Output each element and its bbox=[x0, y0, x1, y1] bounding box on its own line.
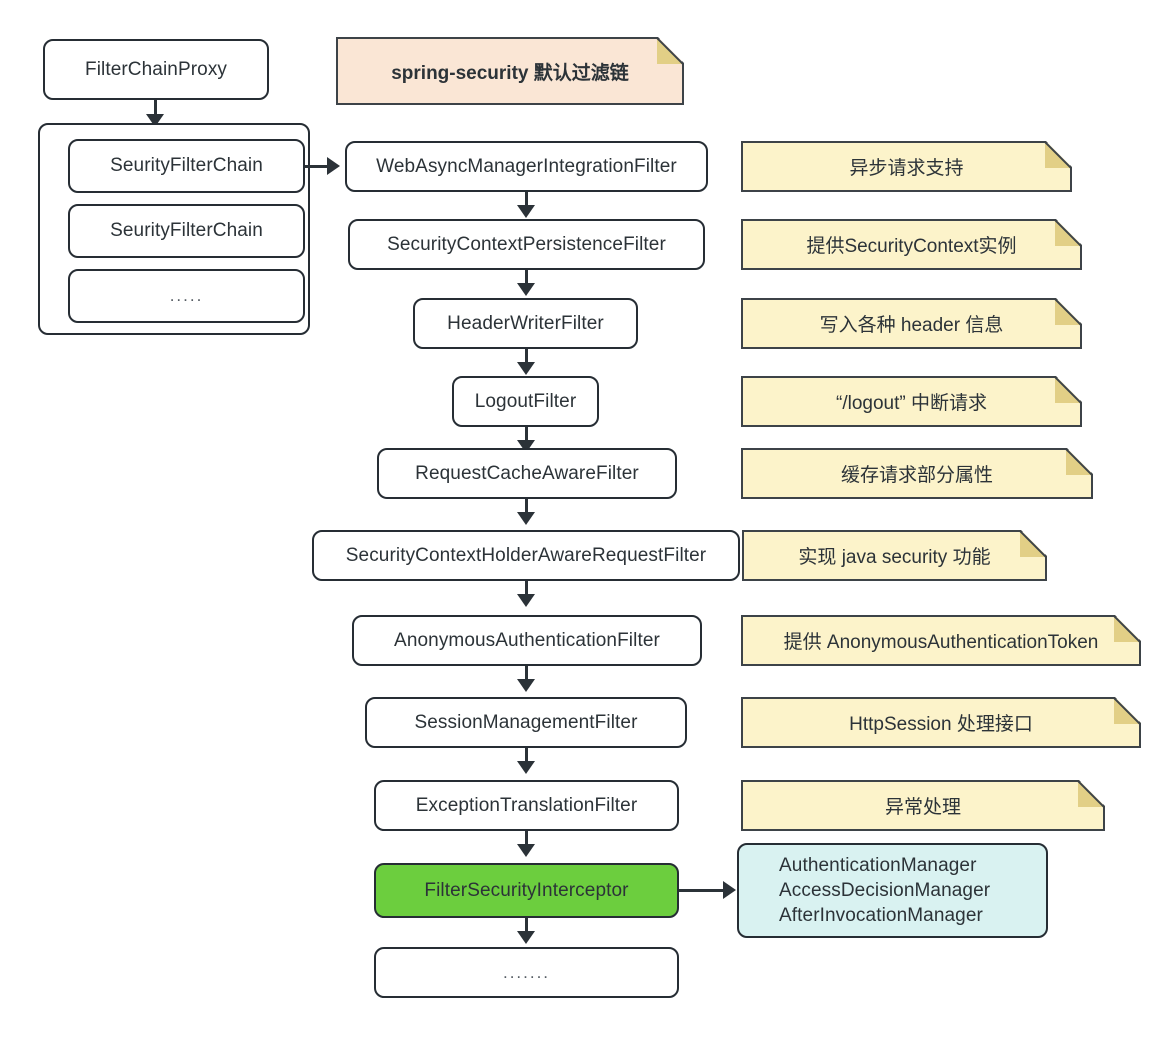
node-label: FilterSecurityInterceptor bbox=[424, 879, 629, 901]
node-filter-chain-proxy[interactable]: FilterChainProxy bbox=[43, 39, 269, 100]
node-label: SecurityContextPersistenceFilter bbox=[387, 233, 666, 255]
node-managers[interactable]: AuthenticationManager AccessDecisionMana… bbox=[737, 843, 1048, 938]
node-filter-webasyncmanagerintegrationfilter[interactable]: WebAsyncManagerIntegrationFilter bbox=[345, 141, 708, 192]
node-security-filter-chain-1[interactable]: SeurityFilterChain bbox=[68, 139, 305, 193]
node-filter-filtersecurityinterceptor[interactable]: FilterSecurityInterceptor bbox=[374, 863, 679, 918]
node-filter-more[interactable]: ....... bbox=[374, 947, 679, 998]
node-filter-exceptiontranslationfilter[interactable]: ExceptionTranslationFilter bbox=[374, 780, 679, 831]
node-label: ExceptionTranslationFilter bbox=[415, 794, 638, 816]
node-filter-securitycontextholderawarerequestfilter[interactable]: SecurityContextHolderAwareRequestFilter bbox=[312, 530, 740, 581]
note-headerwriterfilter: 写入各种 header 信息 bbox=[741, 298, 1082, 349]
node-filter-securitycontextpersistencefilter[interactable]: SecurityContextPersistenceFilter bbox=[348, 219, 705, 270]
note-securitycontextholderawarerequestfilter: 实现 java security 功能 bbox=[742, 530, 1047, 581]
note-securitycontextpersistencefilter: 提供SecurityContext实例 bbox=[741, 219, 1082, 270]
note-requestcacheawarefilter: 缓存请求部分属性 bbox=[741, 448, 1093, 499]
note-label: 异常处理 bbox=[741, 780, 1105, 831]
node-label: SessionManagementFilter bbox=[414, 711, 638, 733]
arrow-filter-8-to-9 bbox=[525, 831, 528, 846]
note-exceptiontranslationfilter: 异常处理 bbox=[741, 780, 1105, 831]
note-anonymousauthenticationfilter: 提供 AnonymousAuthenticationToken bbox=[741, 615, 1141, 666]
note-label: 写入各种 header 信息 bbox=[741, 298, 1082, 349]
node-label: FilterChainProxy bbox=[84, 58, 228, 80]
node-label: WebAsyncManagerIntegrationFilter bbox=[376, 155, 677, 177]
note-label: HttpSession 处理接口 bbox=[741, 697, 1141, 748]
node-label: LogoutFilter bbox=[474, 390, 577, 412]
node-security-filter-chain-more[interactable]: ..... bbox=[68, 269, 305, 323]
arrow-filter-1-to-2 bbox=[525, 270, 528, 285]
node-label: RequestCacheAwareFilter bbox=[415, 462, 639, 484]
node-filter-sessionmanagementfilter[interactable]: SessionManagementFilter bbox=[365, 697, 687, 748]
node-security-filter-chain-2[interactable]: SeurityFilterChain bbox=[68, 204, 305, 258]
arrow-chain-to-first-filter bbox=[305, 165, 329, 168]
arrow-filter-9-to-10 bbox=[525, 918, 528, 933]
note-label: 提供 AnonymousAuthenticationToken bbox=[741, 615, 1141, 666]
note-label: 缓存请求部分属性 bbox=[741, 448, 1093, 499]
node-label: ....... bbox=[502, 962, 551, 982]
node-label: ..... bbox=[169, 286, 204, 306]
arrow-filter-5-to-6 bbox=[525, 581, 528, 596]
arrow-filter-6-to-7 bbox=[525, 666, 528, 681]
note-webasyncmanagerintegrationfilter: 异步请求支持 bbox=[741, 141, 1072, 192]
arrow-filter-3-to-4 bbox=[525, 427, 528, 442]
node-label: AuthenticationManager AccessDecisionMana… bbox=[779, 854, 991, 927]
node-label: SecurityContextHolderAwareRequestFilter bbox=[345, 544, 707, 566]
node-filter-headerwriterfilter[interactable]: HeaderWriterFilter bbox=[413, 298, 638, 349]
arrow-proxy-to-chains bbox=[154, 100, 157, 116]
note-label: 异步请求支持 bbox=[741, 141, 1072, 192]
note-label: 实现 java security 功能 bbox=[742, 530, 1047, 581]
node-filter-requestcacheawarefilter[interactable]: RequestCacheAwareFilter bbox=[377, 448, 677, 499]
node-label: AnonymousAuthenticationFilter bbox=[394, 629, 660, 651]
node-filter-anonymousauthenticationfilter[interactable]: AnonymousAuthenticationFilter bbox=[352, 615, 702, 666]
arrow-filter-7-to-8 bbox=[525, 748, 528, 763]
node-filter-logoutfilter[interactable]: LogoutFilter bbox=[452, 376, 599, 427]
note-label: “/logout” 中断请求 bbox=[741, 376, 1082, 427]
title-note-label: spring-security 默认过滤链 bbox=[336, 37, 684, 105]
node-label: HeaderWriterFilter bbox=[447, 312, 604, 334]
title-note: spring-security 默认过滤链 bbox=[336, 37, 684, 105]
note-label: 提供SecurityContext实例 bbox=[741, 219, 1082, 270]
arrow-filter-0-to-1 bbox=[525, 192, 528, 207]
arrow-filter-4-to-5 bbox=[525, 499, 528, 514]
note-logoutfilter: “/logout” 中断请求 bbox=[741, 376, 1082, 427]
node-label: SeurityFilterChain bbox=[110, 155, 263, 177]
note-sessionmanagementfilter: HttpSession 处理接口 bbox=[741, 697, 1141, 748]
arrow-filter-2-to-3 bbox=[525, 349, 528, 364]
node-label: SeurityFilterChain bbox=[110, 220, 263, 242]
arrow-interceptor-to-managers bbox=[679, 889, 725, 892]
